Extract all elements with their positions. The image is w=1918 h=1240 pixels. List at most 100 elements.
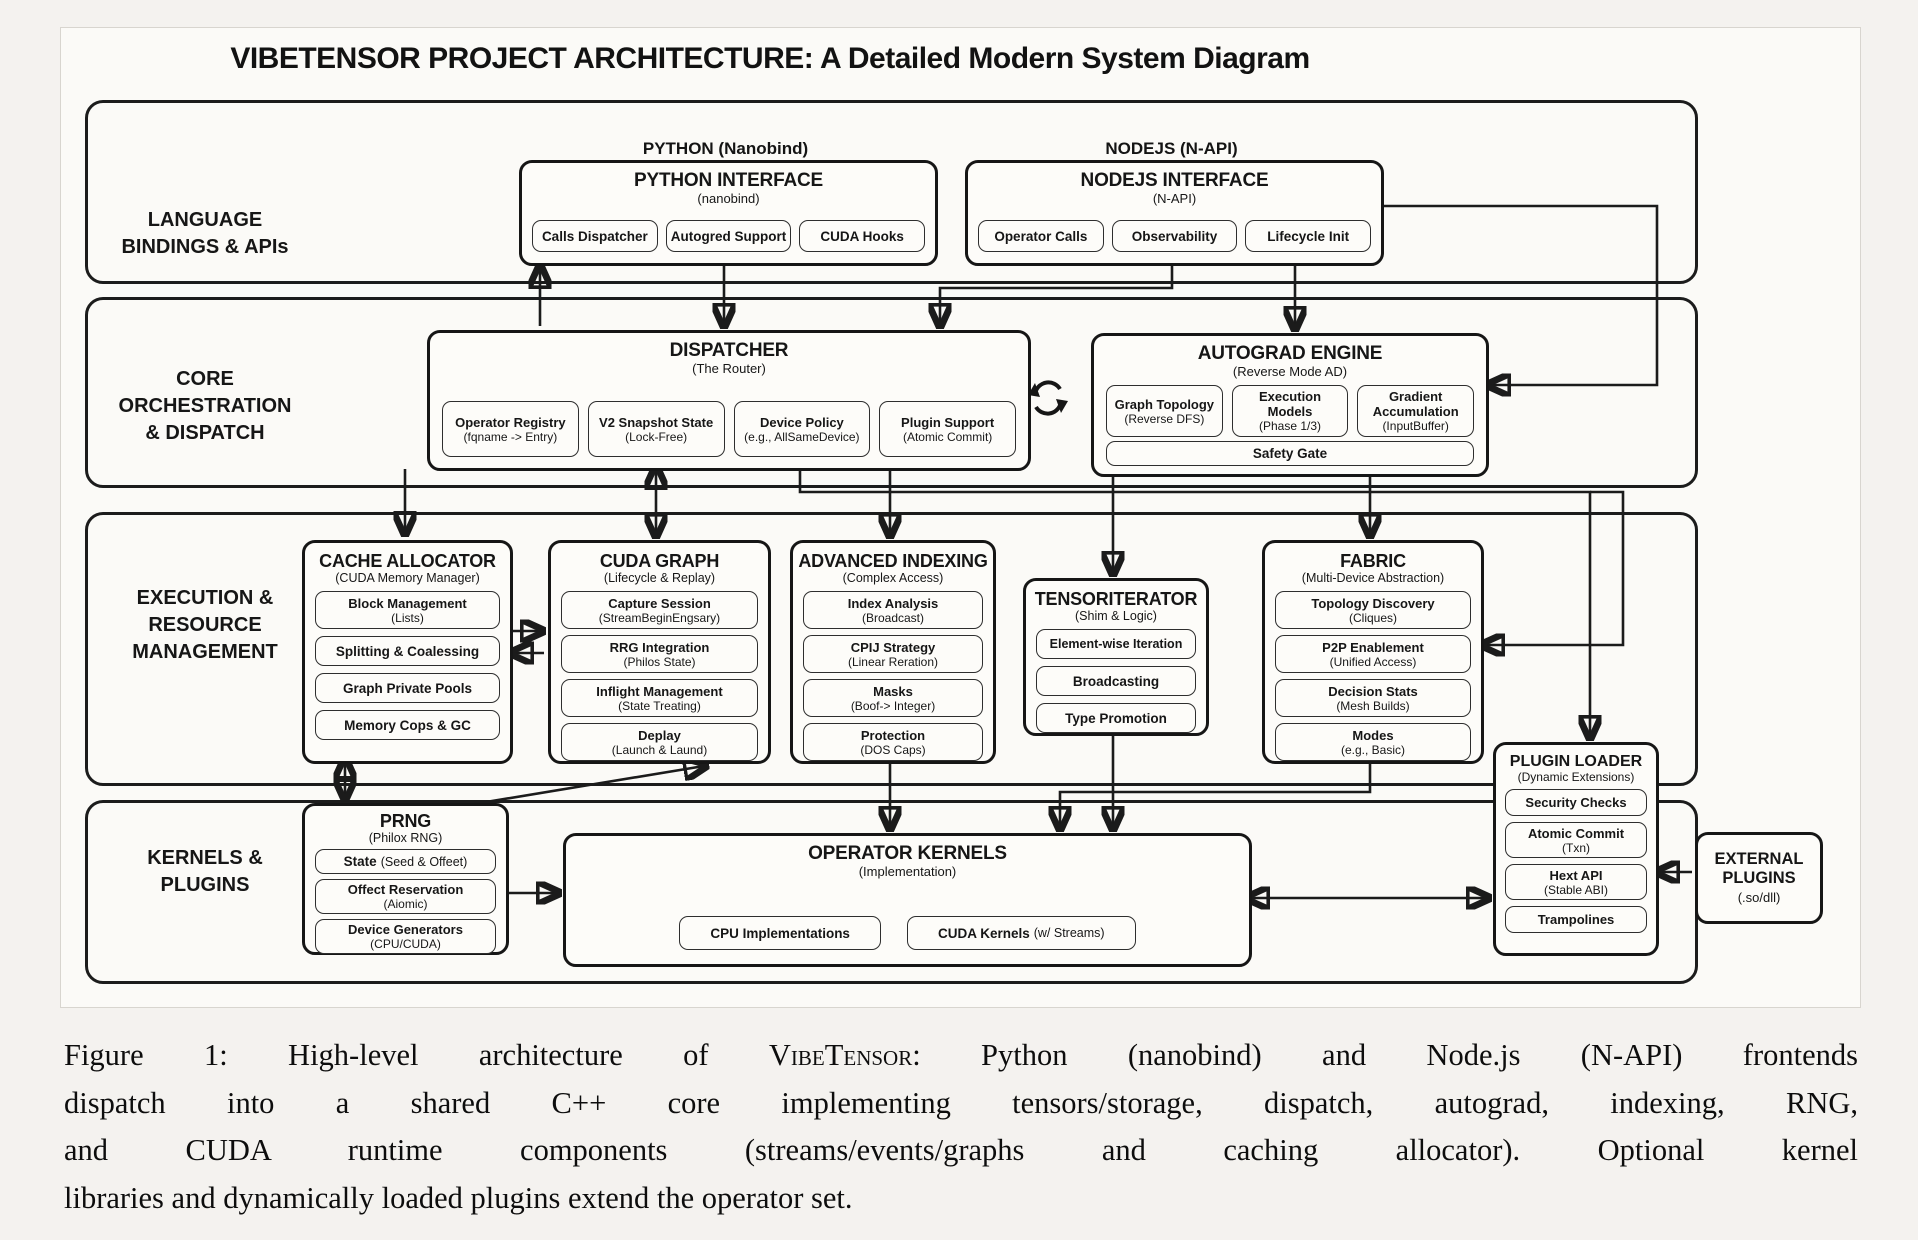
tensoriterator-title: TENSORITERATOR xyxy=(1034,589,1198,609)
operator-kernels-title: OPERATOR KERNELS xyxy=(808,843,1007,864)
nodejs-group-header: NODEJS (N-API) xyxy=(1105,139,1238,158)
kernels-item-cuda-kernels: CUDA Kernels (w/ Streams) xyxy=(906,916,1136,950)
tensoriterator-box: TENSORITERATOR (Shim & Logic) Element-wi… xyxy=(1023,578,1209,736)
cuda-graph-item-capture-session: Capture Session (StreamBeginEngsary) xyxy=(561,591,758,629)
indexing-item-index-analysis: Index Analysis (Broadcast) xyxy=(803,591,983,629)
tensoriterator-item-elementwise: Element-wise Iteration xyxy=(1036,629,1196,659)
python-group-header: PYTHON (Nanobind) xyxy=(642,139,809,158)
autograd-title: AUTOGRAD ENGINE xyxy=(1197,343,1383,364)
autograd-items: Graph Topology (Reverse DFS) Execution M… xyxy=(1106,385,1475,437)
band-language-bindings xyxy=(85,100,1698,284)
tensoriterator-item-type-promotion: Type Promotion xyxy=(1036,703,1196,733)
indexing-item-protection: Protection (DOS Caps) xyxy=(803,723,983,761)
dispatcher-item-plugin-support: Plugin Support (Atomic Commit) xyxy=(879,401,1016,457)
pill-autogred-support: Autogred Support xyxy=(665,220,792,252)
caption-line-1: Figure 1: High-level architecture of Vib… xyxy=(64,1038,1858,1072)
pill-lifecycle-init: Lifecycle Init xyxy=(1245,220,1372,252)
cuda-graph-sub: (Lifecycle & Replay) xyxy=(603,571,716,585)
fabric-item-decision-stats: Decision Stats (Mesh Builds) xyxy=(1275,679,1471,717)
external-plugins-sub: (.so/dll) xyxy=(1737,890,1781,905)
autograd-safety-gate: Safety Gate xyxy=(1106,441,1474,466)
operator-kernels-sub: (Implementation) xyxy=(858,864,957,879)
python-interface-box: PYTHON INTERFACE (nanobind) Calls Dispat… xyxy=(519,160,938,266)
fabric-box: FABRIC (Multi-Device Abstraction) Topolo… xyxy=(1262,540,1484,764)
external-plugins-box: EXTERNAL PLUGINS (.so/dll) xyxy=(1695,832,1823,924)
fabric-sub: (Multi-Device Abstraction) xyxy=(1301,571,1445,585)
python-interface-sub: (nanobind) xyxy=(697,191,760,206)
external-plugins-line2: PLUGINS xyxy=(1722,869,1796,887)
operator-kernels-items: CPU Implementations CUDA Kernels (w/ Str… xyxy=(566,916,1249,950)
cuda-graph-item-inflight-management: Inflight Management (State Treating) xyxy=(561,679,758,717)
fabric-items: Topology Discovery (Cliques) P2P Enablem… xyxy=(1265,591,1481,761)
autograd-sub: (Reverse Mode AD) xyxy=(1232,364,1348,379)
cache-allocator-box: CACHE ALLOCATOR (CUDA Memory Manager) Bl… xyxy=(302,540,513,764)
loader-item-trampolines: Trampolines xyxy=(1505,906,1647,933)
nodejs-interface-title: NODEJS INTERFACE xyxy=(1080,170,1269,191)
prng-items: State (Seed & Offeet) Offect Reservation… xyxy=(305,849,506,954)
tensoriterator-sub: (Shim & Logic) xyxy=(1075,609,1157,623)
caption-line-3: and CUDA runtime components (streams/eve… xyxy=(64,1133,1858,1167)
python-interface-title: PYTHON INTERFACE xyxy=(634,170,823,191)
prng-item-device-generators: Device Generators (CPU/CUDA) xyxy=(315,919,496,954)
cuda-graph-item-deplay: Deplay (Launch & Laund) xyxy=(561,723,758,761)
cache-allocator-sub: (CUDA Memory Manager) xyxy=(335,571,480,585)
band-label-core: CORE ORCHESTRATION & DISPATCH xyxy=(118,368,292,444)
cache-item-block-management: Block Management (Lists) xyxy=(315,591,500,629)
advanced-indexing-box: ADVANCED INDEXING (Complex Access) Index… xyxy=(790,540,996,764)
pill-observability: Observability xyxy=(1111,220,1238,252)
plugin-loader-box: PLUGIN LOADER (Dynamic Extensions) Secur… xyxy=(1493,742,1659,956)
python-interface-pills: Calls Dispatcher Autogred Support CUDA H… xyxy=(532,220,926,252)
diagram-title: VIBETENSOR PROJECT ARCHITECTURE: A Detai… xyxy=(230,42,1310,75)
dispatcher-item-operator-registry: Operator Registry (fqname -> Entry) xyxy=(442,401,579,457)
cache-allocator-items: Block Management (Lists) Splitting & Coa… xyxy=(305,591,510,740)
brand-smallcaps: VibeTensor xyxy=(768,1038,913,1072)
fabric-item-topology-discovery: Topology Discovery (Cliques) xyxy=(1275,591,1471,629)
autograd-item-execution-models: Execution Models (Phase 1/3) xyxy=(1231,385,1349,437)
operator-kernels-box: OPERATOR KERNELS (Implementation) CPU Im… xyxy=(563,833,1252,967)
indexing-item-masks: Masks (Boof-> Integer) xyxy=(803,679,983,717)
autograd-engine-box: AUTOGRAD ENGINE (Reverse Mode AD) Graph … xyxy=(1091,333,1489,477)
prng-box: PRNG (Philox RNG) State (Seed & Offeet) … xyxy=(302,803,509,955)
band-label-execution: EXECUTION & RESOURCE MANAGEMENT xyxy=(132,587,278,663)
nodejs-interface-box: NODEJS INTERFACE (N-API) Operator Calls … xyxy=(965,160,1384,266)
caption-line-4: libraries and dynamically loaded plugins… xyxy=(64,1180,853,1215)
plugin-loader-title: PLUGIN LOADER xyxy=(1509,753,1643,770)
band-label-language: LANGUAGE BINDINGS & APIs xyxy=(121,209,289,258)
caption-line-2: dispatch into a shared C++ core implemen… xyxy=(64,1085,1858,1120)
dispatcher-item-v2-snapshot: V2 Snapshot State (Lock-Free) xyxy=(587,401,725,457)
dispatcher-items: Operator Registry (fqname -> Entry) V2 S… xyxy=(442,401,1016,457)
loader-item-hext-api: Hext API (Stable ABI) xyxy=(1505,864,1647,900)
cache-item-memory-cops-gc: Memory Cops & GC xyxy=(315,710,500,740)
cuda-graph-title: CUDA GRAPH xyxy=(599,551,720,571)
advanced-indexing-items: Index Analysis (Broadcast) CPIJ Strategy… xyxy=(793,591,993,761)
prng-title: PRNG xyxy=(379,811,432,831)
pill-cuda-hooks: CUDA Hooks xyxy=(799,220,926,252)
fabric-item-modes: Modes (e.g., Basic) xyxy=(1275,723,1471,761)
tensoriterator-item-broadcasting: Broadcasting xyxy=(1036,666,1196,696)
kernels-item-cpu-implementations: CPU Implementations xyxy=(679,916,881,950)
cache-allocator-title: CACHE ALLOCATOR xyxy=(319,551,496,571)
prng-sub: (Philox RNG) xyxy=(368,831,443,845)
cycle-icon xyxy=(1028,380,1068,416)
fabric-title: FABRIC xyxy=(1340,551,1406,571)
fabric-item-p2p-enablement: P2P Enablement (Unified Access) xyxy=(1275,635,1471,673)
nodejs-interface-sub: (N-API) xyxy=(1152,191,1197,206)
plugin-loader-items: Security Checks Atomic Commit (Txn) Hext… xyxy=(1496,789,1656,933)
advanced-indexing-sub: (Complex Access) xyxy=(842,571,944,585)
dispatcher-sub: (The Router) xyxy=(692,361,766,376)
autograd-item-gradient-accumulation: Gradient Accumulation (InputBuffer) xyxy=(1357,385,1475,437)
tensoriterator-items: Element-wise Iteration Broadcasting Type… xyxy=(1026,629,1206,733)
nodejs-interface-pills: Operator Calls Observability Lifecycle I… xyxy=(978,220,1372,252)
cache-item-splitting-coalessing: Splitting & Coalessing xyxy=(315,636,500,666)
pill-calls-dispatcher: Calls Dispatcher xyxy=(532,220,658,252)
loader-item-atomic-commit: Atomic Commit (Txn) xyxy=(1505,822,1647,858)
prng-item-offect-reservation: Offect Reservation (Aiomic) xyxy=(315,879,496,914)
prng-item-state: State (Seed & Offeet) xyxy=(315,849,496,874)
dispatcher-item-device-policy: Device Policy (e.g., AllSameDevice) xyxy=(733,401,871,457)
dispatcher-box: DISPATCHER (The Router) Operator Registr… xyxy=(427,330,1031,471)
loader-item-security-checks: Security Checks xyxy=(1505,789,1647,816)
plugin-loader-sub: (Dynamic Extensions) xyxy=(1517,770,1635,784)
figure-caption: Figure 1: High-level architecture of Vib… xyxy=(64,1032,1858,1222)
cache-item-graph-private-pools: Graph Private Pools xyxy=(315,673,500,703)
